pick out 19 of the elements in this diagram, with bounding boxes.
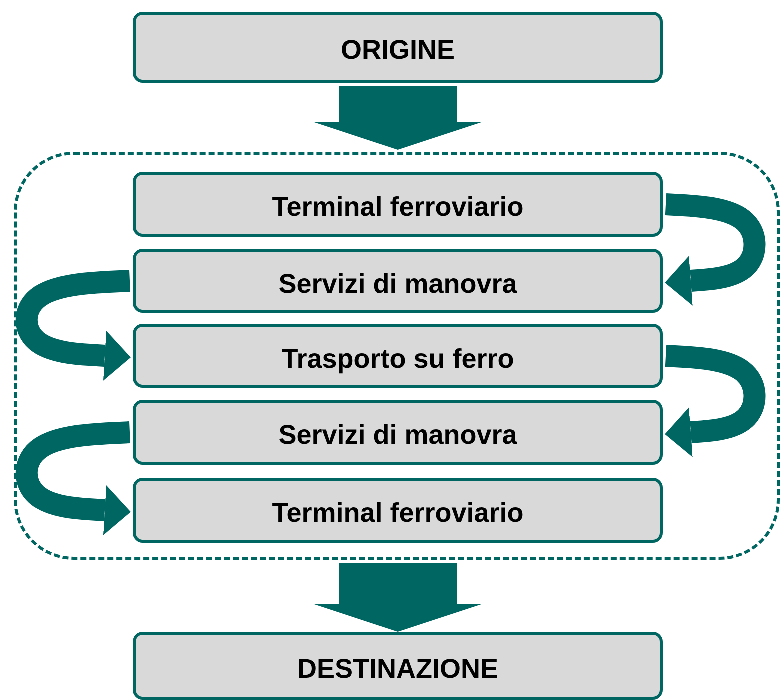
curved-arrow <box>16 270 131 381</box>
process-box <box>133 324 663 388</box>
process-box <box>133 12 663 83</box>
step-label: Servizi di manovra <box>278 419 518 451</box>
process-box <box>133 249 663 313</box>
step-label: Terminal ferroviario <box>272 191 524 223</box>
process-box <box>133 400 663 465</box>
curved-arrow <box>16 422 131 536</box>
step-label: Terminal ferroviario <box>272 497 524 529</box>
process-box <box>133 478 663 543</box>
step-label: DESTINAZIONE <box>297 652 498 684</box>
dashed-group-frame <box>14 152 780 560</box>
process-box <box>133 172 663 237</box>
step-label: Servizi di manovra <box>278 268 518 300</box>
block-arrow <box>313 563 483 632</box>
block-arrow <box>313 86 483 150</box>
step-label: ORIGINE <box>340 34 455 66</box>
process-box <box>133 632 663 700</box>
step-label: Trasporto su ferro <box>282 342 514 374</box>
